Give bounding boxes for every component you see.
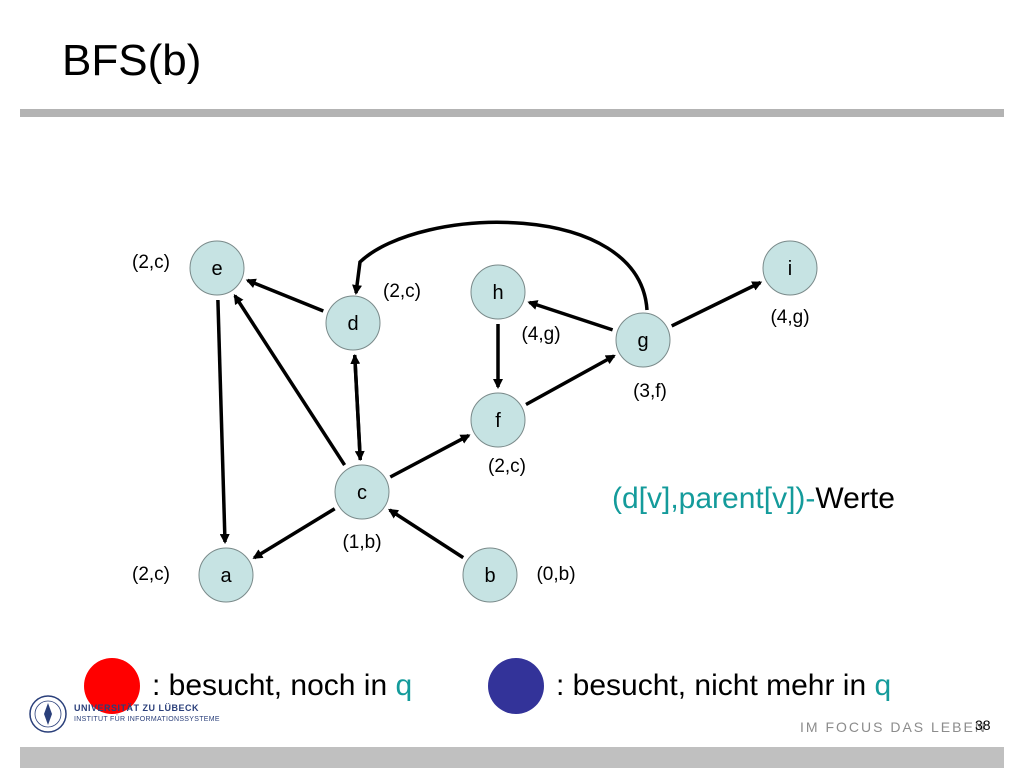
node-d — [325, 295, 381, 351]
logo-institute-name: INSTITUT FÜR INFORMATIONSSYSTEME — [74, 716, 220, 723]
node-label-g: g — [637, 330, 648, 352]
node-label-f: f — [495, 410, 501, 432]
blue-dot-icon — [488, 658, 544, 714]
edge-c-f — [389, 433, 471, 479]
node-annotation-d: (2,c) — [383, 281, 421, 302]
nodes-layer: e d h i g f c a b — [189, 240, 818, 603]
university-logo: UNIVERSITÄT ZU LÜBECK INSTITUT FÜR INFOR… — [28, 694, 220, 734]
node-label-e: e — [211, 258, 222, 280]
edge-b-c — [388, 508, 465, 560]
node-b — [462, 547, 518, 603]
edges-layer — [216, 220, 763, 560]
node-annotation-f: (2,c) — [488, 456, 526, 477]
slogan: IM FOCUS DAS LEBEN — [800, 719, 987, 735]
node-a — [198, 547, 254, 603]
node-label-d: d — [347, 313, 358, 335]
edge-g-i — [670, 280, 763, 328]
node-label-h: h — [492, 282, 503, 304]
legend-item-visited-not-in-queue: : besucht, nicht mehr in q — [488, 658, 891, 714]
edge-d-e — [245, 278, 324, 313]
node-annotation-g: (3,f) — [633, 381, 667, 402]
node-label-a: a — [220, 565, 232, 587]
node-label-c: c — [357, 482, 367, 504]
node-label-i: i — [788, 258, 792, 280]
values-caption-formula: (d[v],parent[v])- — [612, 482, 816, 515]
edge-e-a — [216, 299, 230, 544]
edge-d-c — [352, 354, 365, 461]
red-dot-icon — [84, 658, 140, 714]
values-caption-word: Werte — [815, 482, 895, 515]
node-annotation-h: (4,g) — [521, 324, 560, 345]
edge-c-e — [233, 294, 347, 467]
footer-bar — [20, 747, 1004, 768]
labels-layer: (2,c) (2,c) (4,g) (4,g) (3,f) (2,c) (1,b) (2,c)… — [132, 252, 810, 585]
edge-g-d — [352, 220, 649, 311]
legend-text: : besucht, noch in q — [152, 669, 413, 702]
node-annotation-b: (0,b) — [536, 564, 575, 585]
edge-f-g — [525, 354, 616, 407]
node-annotation-i: (4,g) — [770, 307, 809, 328]
node-label-b: b — [484, 565, 495, 587]
title-rule — [20, 109, 1004, 117]
logo-university-name: UNIVERSITÄT ZU LÜBECK — [74, 703, 199, 713]
slide-title: BFS(b) — [62, 36, 202, 85]
node-e — [189, 240, 245, 296]
page-number: 38 — [975, 717, 991, 733]
values-caption: (d[v],parent[v])-Werte — [612, 482, 895, 516]
node-c — [334, 464, 390, 520]
node-annotation-e: (2,c) — [132, 252, 170, 273]
legend-item-visited-in-queue: : besucht, noch in q — [84, 658, 412, 714]
edge-g-h — [527, 300, 614, 332]
legend-text: : besucht, nicht mehr in q — [556, 669, 892, 702]
node-annotation-c: (1,b) — [342, 532, 381, 553]
node-g — [615, 312, 671, 368]
node-annotation-a: (2,c) — [132, 564, 170, 585]
node-i — [762, 240, 818, 296]
node-h — [470, 264, 526, 320]
edge-c-a — [252, 507, 336, 560]
university-seal-icon — [29, 695, 67, 733]
node-f — [470, 392, 526, 448]
